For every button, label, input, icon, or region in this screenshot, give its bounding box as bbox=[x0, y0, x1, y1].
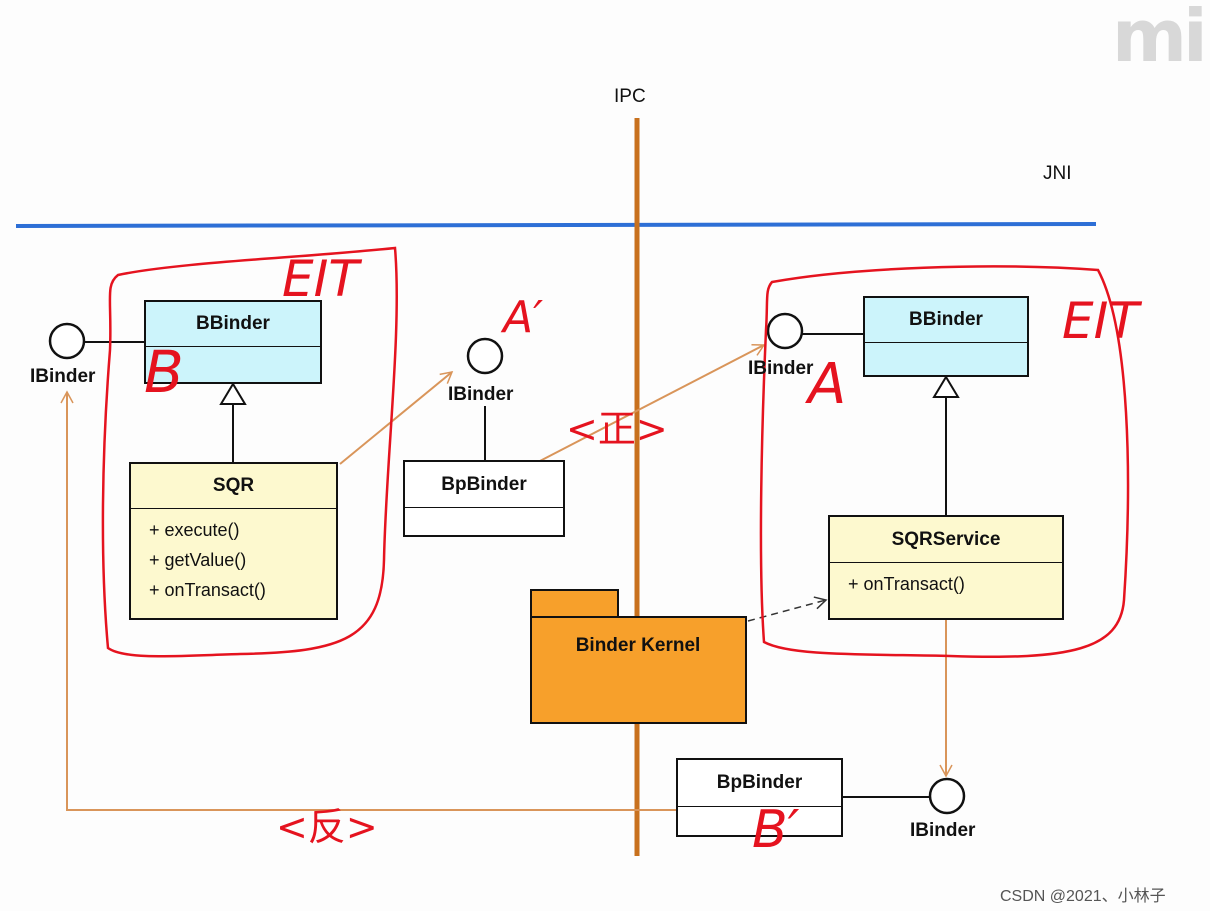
mi-logo: mi bbox=[1112, 0, 1208, 78]
sqrservice-operations: + onTransact() bbox=[830, 563, 1062, 599]
sqr-op-getvalue: + getValue() bbox=[149, 550, 247, 570]
jni-boundary-line bbox=[15, 222, 1097, 228]
annotation-b-prime: B′ bbox=[752, 800, 800, 860]
right-inheritance-triangle-icon bbox=[932, 375, 960, 398]
annotation-reverse: <反> bbox=[276, 805, 378, 849]
middle-bpbinder-class: BpBinder bbox=[403, 460, 565, 537]
binder-kernel-package bbox=[530, 616, 747, 724]
ipc-label: IPC bbox=[614, 86, 646, 107]
left-inheritance-triangle-icon bbox=[219, 382, 247, 405]
bottom-bpbinder-class: BpBinder bbox=[676, 758, 843, 837]
sqr-op-execute: + execute() bbox=[149, 520, 240, 540]
bpbinder-to-right-ibinder-arrow bbox=[537, 343, 766, 463]
annotation-forward: <正> bbox=[566, 407, 668, 451]
sqr-op-ontransact: + onTransact() bbox=[149, 580, 266, 600]
csdn-watermark: CSDN @2021、小林子 bbox=[1000, 888, 1166, 905]
annotation-a: A bbox=[808, 352, 847, 417]
left-bbinder-class: BBinder bbox=[144, 300, 322, 384]
right-group-outline bbox=[759, 265, 1130, 659]
middle-bpbinder-title: BpBinder bbox=[405, 462, 563, 508]
right-bbinder-title: BBinder bbox=[865, 298, 1027, 343]
left-group-annotation: EIT bbox=[282, 250, 359, 308]
bottom-ibinder-interface-icon bbox=[928, 777, 966, 815]
bottom-bpbinder-title: BpBinder bbox=[678, 760, 841, 807]
bottom-ibinder-label: IBinder bbox=[910, 820, 976, 841]
sqr-class: SQR + execute() + getValue() + onTransac… bbox=[129, 462, 338, 620]
binder-kernel-label: Binder Kernel bbox=[576, 635, 701, 656]
sqrservice-op-ontransact: + onTransact() bbox=[848, 574, 965, 594]
binder-kernel-package-tab bbox=[530, 589, 619, 619]
annotation-b: B bbox=[144, 338, 184, 406]
left-group-outline bbox=[101, 246, 399, 658]
right-bbinder-class: BBinder bbox=[863, 296, 1029, 377]
middle-ibinder-interface-icon bbox=[466, 337, 504, 375]
left-ibinder-label: IBinder bbox=[30, 366, 96, 387]
left-ibinder-interface-icon bbox=[48, 322, 86, 360]
right-group-annotation: EIT bbox=[1062, 292, 1139, 350]
sqr-to-middle-ibinder-arrow bbox=[339, 371, 454, 465]
sqr-title: SQR bbox=[131, 464, 336, 509]
jni-label: JNI bbox=[1043, 163, 1072, 184]
middle-ibinder-label: IBinder bbox=[448, 384, 514, 405]
right-ibinder-label: IBinder bbox=[748, 358, 814, 379]
sqrservice-title: SQRService bbox=[830, 517, 1062, 563]
left-bbinder-title: BBinder bbox=[146, 302, 320, 347]
sqr-operations: + execute() + getValue() + onTransact() bbox=[131, 509, 336, 605]
kernel-to-sqrservice-dependency bbox=[747, 596, 828, 622]
bottom-bpbinder-to-left-ibinder-arrow bbox=[60, 390, 676, 811]
right-ibinder-interface-icon bbox=[766, 312, 804, 350]
annotation-a-prime: A′ bbox=[503, 292, 544, 343]
sqrservice-class: SQRService + onTransact() bbox=[828, 515, 1064, 620]
